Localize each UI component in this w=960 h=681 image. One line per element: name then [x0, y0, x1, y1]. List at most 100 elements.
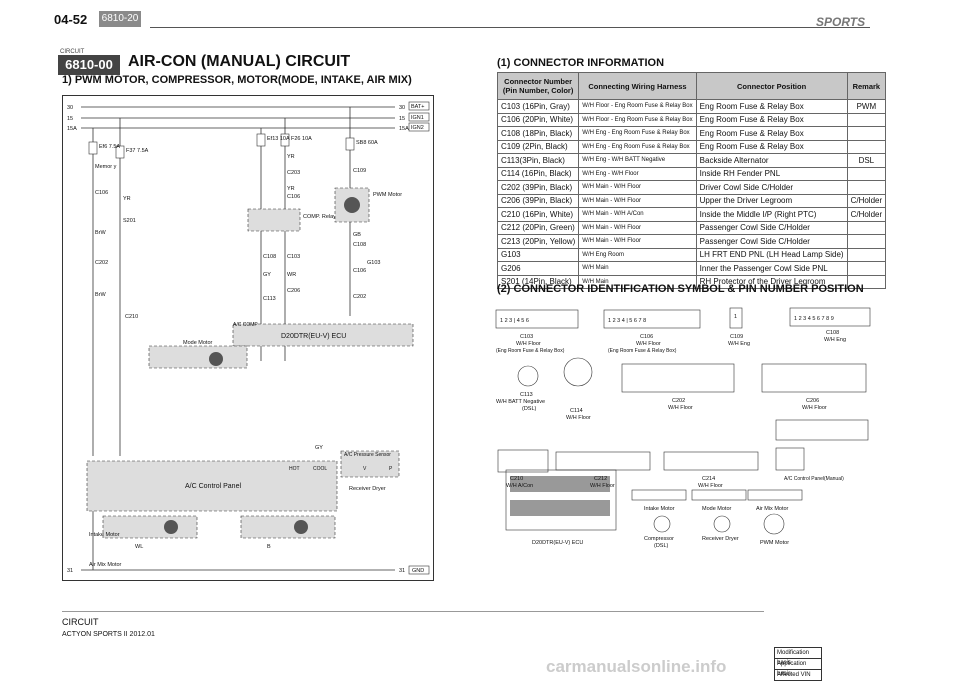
compressor-connector-icon — [653, 515, 671, 533]
col-connector: Connector Number (Pin Number, Color) — [496, 72, 580, 100]
label-c109: C109 — [353, 168, 366, 174]
sym-c210-name: C210 — [510, 476, 523, 482]
cell-harness: W/H Floor - Eng Room Fuse & Relay Box — [578, 99, 697, 114]
cell-remark — [846, 139, 887, 154]
rail-31-l: 31 — [67, 568, 73, 574]
cell-harness: W/H Eng Room — [578, 247, 697, 262]
airmix-motor-icon — [294, 520, 308, 534]
label-c210b: Intake Motor — [89, 532, 120, 538]
ecu-connector-upper — [510, 476, 610, 492]
label-receiver-dryer: Receiver Dryer — [349, 486, 386, 492]
sym-pwm-name: PWM Motor — [760, 540, 789, 546]
footer-rule — [62, 611, 764, 612]
table-row: C103 (16Pin, Gray)W/H Floor - Eng Room F… — [496, 99, 887, 114]
sym-compressor-name: Compressor — [644, 536, 674, 542]
label-c106: C106 — [95, 190, 108, 196]
section-small: CIRCUIT — [60, 49, 85, 55]
cell-connector: C213 (20Pin, Yellow) — [496, 234, 580, 249]
sym-c108-desc: W/H Eng — [824, 337, 846, 343]
page-number: 04-52 — [54, 12, 88, 27]
rail-tag-ign2: IGN2 — [411, 125, 424, 131]
cell-connector: C212 (20Pin, Green) — [496, 220, 580, 235]
rail-15a-l: 15A — [67, 126, 77, 132]
cell-remark: C/Holder — [846, 207, 887, 222]
cell-position: Passenger Cowl Side C/Holder — [695, 220, 848, 235]
sym-c202-name: C202 — [672, 398, 685, 404]
fuse-f37: F37 7.5A — [126, 148, 149, 154]
fuse-sb8: SB8 60A — [356, 140, 378, 146]
table-row: C113(3Pin, Black)W/H Eng - W/H BATT Nega… — [496, 153, 887, 168]
cell-remark — [846, 220, 887, 235]
intake-motor-icon — [164, 520, 178, 534]
sym-c103-pos: (Eng Room Fuse & Relay Box) — [496, 348, 565, 354]
label-c206: C206 — [287, 288, 300, 294]
sym-c103-pins: 1 2 3 | 4 5 6 — [500, 318, 529, 324]
c114-connector-icon — [563, 357, 593, 387]
label-wr: WR — [287, 272, 296, 278]
sym-c106-pins: 1 2 3 4 | 5 6 7 8 — [608, 318, 646, 324]
table-row: C213 (20Pin, Yellow)W/H Main - W/H Floor… — [496, 234, 887, 249]
table-row: C109 (2Pin, Black)W/H Eng - Eng Room Fus… — [496, 139, 887, 154]
label-brw2: BrW — [95, 292, 107, 298]
col-position: Connector Position — [695, 72, 848, 100]
sym-c202-desc: W/H Floor — [668, 405, 693, 411]
cell-harness: W/H Main - W/H Floor — [578, 234, 697, 249]
sym-c109-desc: W/H Eng — [728, 341, 750, 347]
label-c113: C113 — [263, 296, 276, 302]
sym-mode-name: Mode Motor — [702, 506, 732, 512]
sym-ac-panel-name: A/C Control Panel(Manual) — [784, 476, 844, 482]
label-ac-control-panel: A/C Control Panel — [185, 483, 241, 490]
cell-harness: W/H Main - W/H Floor — [578, 180, 697, 195]
footer-model: ACTYON SPORTS II 2012.01 — [62, 631, 155, 638]
cell-connector: C210 (16Pin, White) — [496, 207, 580, 222]
wiring-schematic: 30 15 15A 30 15 15A BAT+ IGN1 IGN2 31 31… — [62, 95, 434, 581]
label-s201: S201 — [123, 218, 136, 224]
sym-airmix-name: Air Mix Motor — [756, 506, 789, 512]
label-yr: YR — [123, 196, 131, 202]
rail-tag-bat: BAT+ — [411, 104, 425, 110]
label-g103: G103 — [367, 260, 380, 266]
sym-intake-name: Intake Motor — [644, 506, 675, 512]
chapter-badge: 6810-20 — [99, 11, 141, 27]
label-comp-relay: COMP. Relay — [303, 214, 336, 220]
label-p: P — [389, 466, 393, 472]
sym-c214-desc: W/H Floor — [698, 483, 723, 489]
sym-c106-name: C106 — [640, 334, 653, 340]
fuse-ef6: Ef6 7.5A — [99, 144, 120, 150]
connector-table: Connector Number (Pin Number, Color) Con… — [496, 72, 887, 289]
receiver-dryer-connector-icon — [713, 515, 731, 533]
cell-harness: W/H Main — [578, 274, 697, 289]
schematic-title: 1) PWM MOTOR, COMPRESSOR, MOTOR(MODE, IN… — [62, 74, 412, 86]
rail-15-r: 15 — [399, 116, 405, 122]
cell-connector: C106 (20Pin, White) — [496, 112, 580, 127]
label-airmix-motor: B — [267, 544, 271, 550]
cell-connector: C206 (39Pin, Black) — [496, 193, 580, 208]
sym-ecu-name: D20DTR(EU-V) ECU — [532, 540, 583, 546]
table-row: C108 (18Pin, Black)W/H Eng - Eng Room Fu… — [496, 126, 887, 141]
cell-harness: W/H Main — [578, 261, 697, 276]
sym-c214-name: C214 — [702, 476, 715, 482]
cell-remark — [846, 126, 887, 141]
label-c106b: C106 — [287, 194, 300, 200]
cell-connector: C109 (2Pin, Black) — [496, 139, 580, 154]
label-brw: BrW — [95, 230, 107, 236]
label-c202: C202 — [95, 260, 108, 266]
cell-connector: C114 (16Pin, Black) — [496, 166, 580, 181]
affected-vin: Affected VIN — [774, 669, 822, 681]
cell-connector: C108 (18Pin, Black) — [496, 126, 580, 141]
table-header-row: Connector Number (Pin Number, Color) Con… — [496, 72, 887, 100]
rail-tag-gnd: GND — [412, 568, 424, 574]
cell-connector: G206 — [496, 261, 580, 276]
label-c114: GY — [315, 445, 323, 451]
sym-c109-pins: 1 — [734, 314, 737, 320]
label-c108: C108 — [263, 254, 276, 260]
ecu-connector-lower — [510, 500, 610, 516]
footer-category: CIRCUIT — [62, 617, 99, 627]
sym-receiver-name: Receiver Dryer — [702, 536, 739, 542]
table-row: C106 (20Pin, White)W/H Floor - Eng Room … — [496, 112, 887, 127]
label-pressure-sensor: A/C Pressure Sensor — [344, 452, 391, 458]
sym-c212-desc: W/H Floor — [590, 483, 615, 489]
